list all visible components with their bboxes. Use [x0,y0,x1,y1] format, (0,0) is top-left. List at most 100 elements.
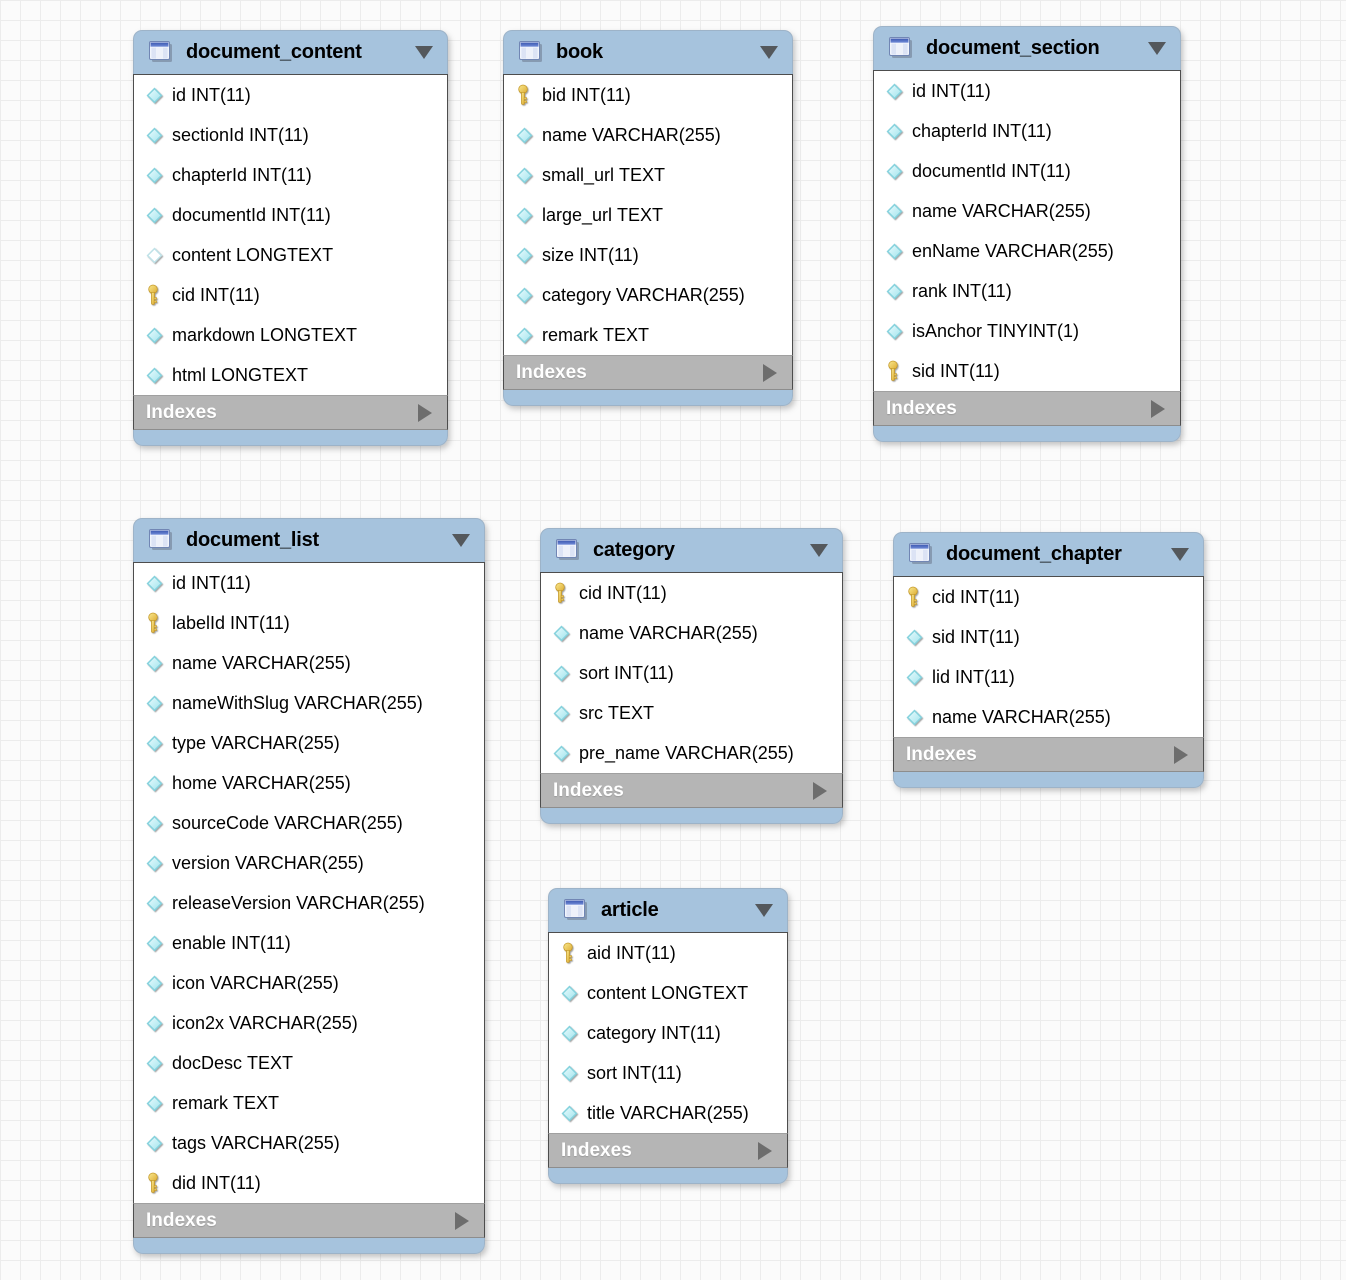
table-header[interactable]: document_chapter [893,532,1204,576]
column-type: TEXT [233,1092,280,1113]
table-header[interactable]: article [548,888,788,932]
collapse-arrow-icon[interactable] [755,904,773,917]
collapse-arrow-icon[interactable] [1148,42,1166,55]
indexes-bar[interactable]: Indexes [893,737,1204,772]
expand-arrow-icon[interactable] [455,1211,469,1230]
table-header[interactable]: category [540,528,843,572]
collapse-arrow-icon[interactable] [810,544,828,557]
collapse-arrow-icon[interactable] [760,46,778,59]
column-not-null-icon [886,243,912,260]
collapse-arrow-icon[interactable] [1171,548,1189,561]
indexes-bar[interactable]: Indexes [133,395,448,430]
table-header[interactable]: document_section [873,26,1181,70]
column-type: VARCHAR(255) [296,892,425,913]
collapse-arrow-icon[interactable] [415,46,433,59]
expand-arrow-icon[interactable] [763,363,777,382]
column-not-null-icon [886,163,912,180]
table-header[interactable]: document_content [133,30,448,74]
column-type: VARCHAR(255) [616,284,745,305]
expand-arrow-icon[interactable] [758,1141,772,1160]
indexes-bar[interactable]: Indexes [540,773,843,808]
column-name: sort [579,662,610,683]
column-not-null-icon [146,895,172,912]
column-name: sourceCode [172,812,270,833]
expand-arrow-icon[interactable] [1151,399,1165,418]
expand-arrow-icon[interactable] [813,781,827,800]
indexes-bar[interactable]: Indexes [133,1203,485,1238]
table-header[interactable]: document_list [133,518,485,562]
column-type: VARCHAR(255) [294,692,423,713]
indexes-bar[interactable]: Indexes [503,355,793,390]
indexes-bar[interactable]: Indexes [548,1133,788,1168]
expand-arrow-icon[interactable] [418,403,432,422]
table-header[interactable]: book [503,30,793,74]
indexes-bar[interactable]: Indexes [873,391,1181,426]
column-name: documentId [912,160,1007,181]
column-type: INT(11) [201,1172,261,1193]
collapse-arrow-icon[interactable] [452,534,470,547]
expand-arrow-icon[interactable] [1174,745,1188,764]
